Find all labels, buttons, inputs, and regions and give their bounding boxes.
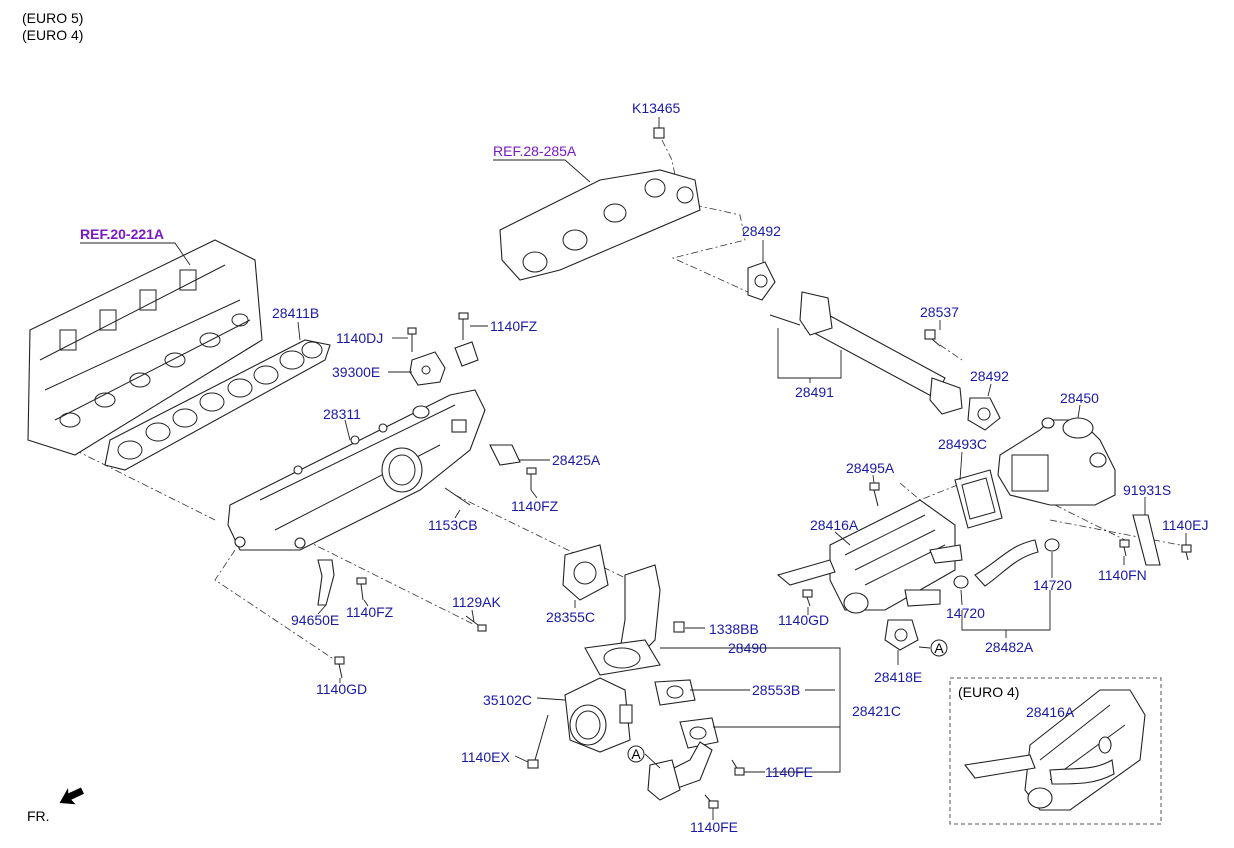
- label-91931s: 91931S: [1123, 482, 1171, 498]
- bolt-1140fz-low: [356, 577, 367, 601]
- label-14720-b: 14720: [946, 605, 985, 621]
- label-1140fe-a: 1140FE: [765, 764, 813, 780]
- gasket-28411b: [104, 339, 331, 471]
- bolt-1129ak: [465, 615, 487, 632]
- label-14720-a: 14720: [1033, 577, 1072, 593]
- bolt-28537: [924, 329, 941, 347]
- header-euro4: (EURO 4): [22, 27, 84, 43]
- label-1140gd-right: 1140GD: [778, 612, 829, 628]
- gasket-28418e: [884, 619, 919, 651]
- label-28553b: 28553B: [752, 682, 800, 698]
- gasket-28355c: [562, 544, 609, 601]
- label-28490: 28490: [728, 640, 767, 656]
- throttle-body-35102c: [564, 677, 633, 753]
- bracket-28425a: [489, 444, 521, 466]
- gasket-28493c: [954, 469, 1003, 529]
- egr-pipe-28491: [769, 291, 963, 415]
- label-1129ak: 1129AK: [452, 594, 501, 610]
- label-1140dj: 1140DJ: [336, 330, 383, 346]
- map-sensor-39300e: [409, 351, 446, 386]
- label-28418e: 28418E: [874, 669, 922, 685]
- label-28416a-euro4: 28416A: [1026, 704, 1075, 720]
- label-28411b: 28411B: [272, 305, 319, 321]
- label-28416a: 28416A: [810, 517, 859, 533]
- label-1140ej: 1140EJ: [1162, 517, 1208, 533]
- label-28311: 28311: [323, 406, 361, 422]
- bolt-1140fe-a: [731, 759, 745, 776]
- front-arrow-icon: [59, 787, 84, 805]
- front-direction-indicator: FR.: [27, 787, 84, 824]
- bolt-1140fn: [1119, 539, 1130, 557]
- label-28491: 28491: [795, 384, 834, 400]
- euro4-inset: (EURO 4): [949, 677, 1162, 825]
- hose-28482a: [974, 539, 1039, 587]
- label-28492-b: 28492: [970, 368, 1009, 384]
- bolt-1140dj: [407, 327, 417, 352]
- header-euro5: (EURO 5): [22, 10, 84, 26]
- bracket-top: [454, 341, 479, 367]
- clamp-14720a: [953, 575, 969, 589]
- intake-manifold-28311: [227, 389, 486, 551]
- circle-marker-a-right-label: A: [934, 640, 944, 656]
- front-label: FR.: [27, 808, 50, 824]
- label-94650e: 94650E: [291, 612, 339, 628]
- label-28425a: 28425A: [552, 452, 601, 468]
- clamp-14720b: [1044, 538, 1060, 552]
- bolt-1140fe-b: [704, 794, 719, 809]
- label-28493c: 28493C: [938, 436, 987, 452]
- label-39300e: 39300E: [332, 364, 380, 380]
- euro4-inset-title: (EURO 4): [958, 684, 1019, 700]
- label-1140fz-low: 1140FZ: [346, 604, 394, 620]
- nut-1338bb: [673, 621, 685, 633]
- bracket-91931s: [1132, 514, 1161, 566]
- bolt-1140gd-left: [334, 656, 345, 679]
- bolt-28495a: [869, 482, 880, 507]
- label-28450: 28450: [1060, 390, 1099, 406]
- part-labels: K13465 28492 28411B 1140DJ 1140FZ 39300E…: [272, 100, 1208, 835]
- label-1140fe-b: 1140FE: [690, 819, 738, 835]
- circle-marker-a-right: [930, 639, 948, 657]
- label-1338bb: 1338BB: [709, 621, 759, 637]
- bolt-1140fz-mid: [526, 467, 537, 490]
- egr-pipe-lower: [647, 741, 713, 801]
- label-28482a: 28482A: [985, 639, 1034, 655]
- label-28537: 28537: [920, 304, 959, 320]
- egr-cooler-28416a: [776, 499, 963, 614]
- cylinder-head-ref: [27, 239, 263, 456]
- label-28355c: 28355C: [546, 609, 595, 625]
- label-35102c: 35102C: [483, 692, 532, 708]
- label-28421c: 28421C: [852, 703, 901, 719]
- circle-marker-a-left-label: A: [631, 746, 641, 762]
- exhaust-manifold-ref: [499, 169, 701, 281]
- gasket-28553b: [654, 679, 696, 706]
- gasket-28492b: [967, 397, 1001, 431]
- egr-pipe-28490: [584, 564, 661, 676]
- bolt-1140fz-top: [458, 312, 469, 340]
- label-28495a: 28495A: [846, 460, 895, 476]
- ref-label-20-221a: REF.20-221A: [80, 226, 164, 242]
- label-k13465: K13465: [632, 100, 680, 116]
- stud-1153cb: [444, 487, 471, 506]
- egr-valve-28450: [997, 417, 1116, 506]
- label-1140fz-mid: 1140FZ: [511, 498, 559, 514]
- flange-28421c: [679, 717, 719, 749]
- bolt-1140ex: [527, 714, 549, 769]
- assembly-lines: [74, 139, 1181, 661]
- nut-k13465: [653, 127, 665, 139]
- ref-label-28-285a: REF.28-285A: [493, 143, 577, 159]
- circle-marker-a-left: [627, 745, 645, 763]
- label-1140fn: 1140FN: [1098, 567, 1147, 583]
- label-1153cb: 1153CB: [428, 517, 478, 533]
- leader-lines: [80, 117, 1187, 820]
- label-1140ex: 1140EX: [461, 749, 510, 765]
- label-1140fz-top: 1140FZ: [490, 318, 538, 334]
- bolt-1140gd-right: [802, 589, 813, 607]
- label-28492-a: 28492: [742, 223, 781, 239]
- bolt-1140ej: [1181, 544, 1192, 561]
- gasket-28492a: [747, 261, 776, 301]
- bracket-94650e: [317, 559, 335, 606]
- label-1140gd-left: 1140GD: [316, 681, 367, 697]
